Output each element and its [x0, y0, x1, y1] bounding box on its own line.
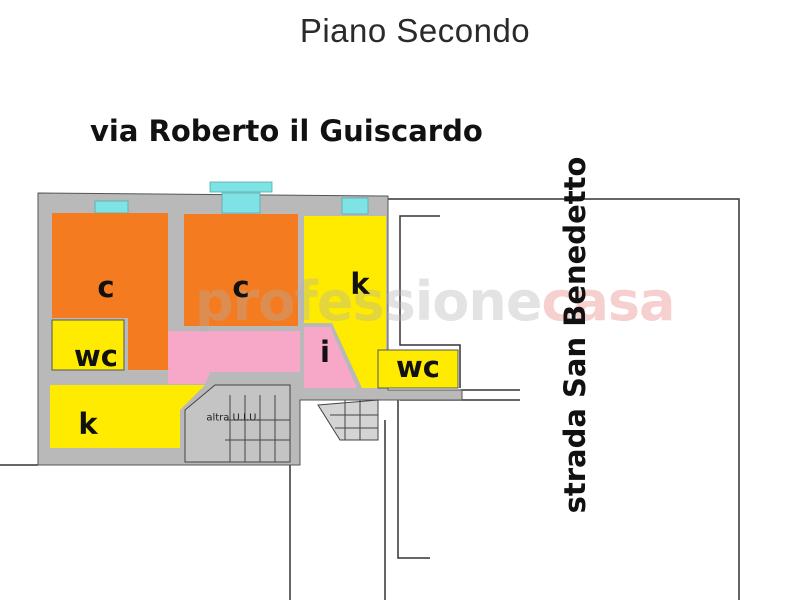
room-label-k-right: k: [350, 267, 370, 301]
street-label-top: via Roberto il Guiscardo: [90, 114, 483, 148]
windows: [94, 181, 369, 215]
room-label-wc-left: wc: [74, 339, 118, 373]
room-c-middle: [184, 214, 298, 326]
hall: [168, 331, 300, 384]
street-label-side: strada San Benedetto: [558, 156, 592, 514]
room-k-right: [304, 216, 386, 388]
stairs: [184, 384, 379, 463]
plan-title: Piano Secondo: [299, 12, 531, 49]
outline-lines: [0, 198, 740, 600]
room-label-k-bottom: k: [78, 407, 98, 441]
room-k-bottom: [50, 385, 205, 448]
room-wc-right: [377, 349, 459, 389]
room-label-c-left: c: [97, 270, 115, 304]
room-label-i: i: [320, 335, 330, 369]
watermark-logo: professionecasa: [195, 270, 676, 333]
room-label-c-middle: c: [232, 270, 250, 304]
room-wc-left: [51, 319, 125, 371]
watermark-part2: casa: [541, 270, 675, 333]
room-i: [304, 327, 357, 388]
room-label-wc-right: wc: [396, 350, 440, 384]
stair-label: altra U.I.U.: [206, 412, 260, 424]
room-c-left: [52, 213, 168, 370]
watermark-part1: professione: [195, 270, 542, 333]
